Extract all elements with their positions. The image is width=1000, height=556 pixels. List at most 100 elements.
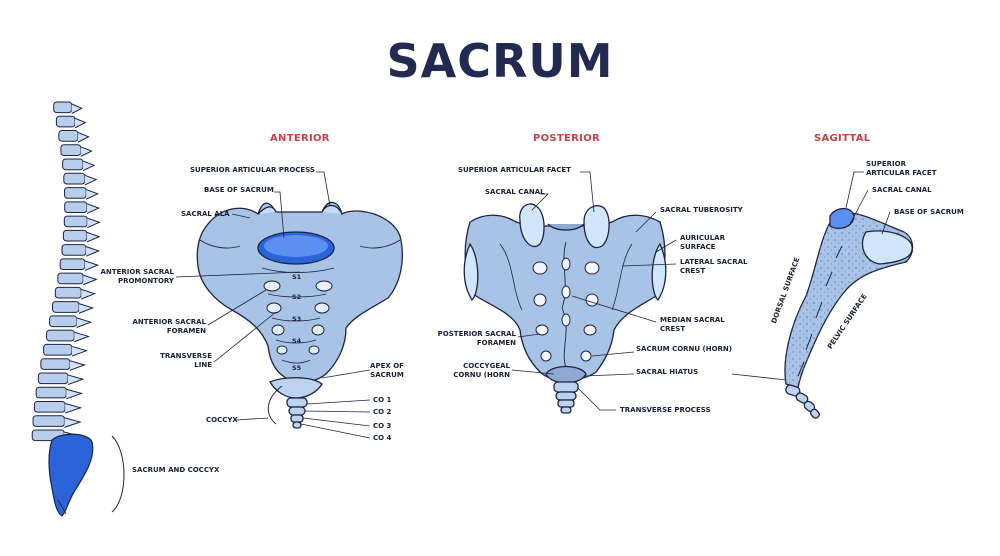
spine-bracket [111, 435, 125, 513]
sagittal-coccyx [785, 384, 820, 419]
sagittal-leaders [731, 171, 891, 381]
auricular-surface [463, 242, 479, 302]
label-transverse-process: TRANSVERSE PROCESS [620, 406, 711, 414]
vertebra [33, 400, 66, 413]
label-anterior-sacral-foramen: ANTERIOR SACRAL FORAMEN [132, 318, 206, 335]
spinous-process [82, 160, 96, 172]
anterior-leaders [175, 171, 371, 439]
label-base-of-sacrum-anterior: BASE OF SACRUM [204, 186, 274, 194]
vertebra [61, 244, 87, 256]
view-heading-sagittal: SAGITTAL [814, 133, 871, 144]
label-superior-articular-process: SUPERIOR ARTICULAR PROCESS [190, 166, 315, 174]
spinous-process [84, 174, 98, 186]
vertebra [37, 372, 69, 385]
spinous-process [71, 345, 89, 357]
spinous-process [86, 203, 101, 214]
segment-s2: S2 [292, 293, 302, 301]
label-auricular-surface: AURICULAR SURFACE [680, 234, 725, 251]
label-sacral-ala: SACRAL ALA [181, 210, 230, 218]
label-sacrum-cornu: SACRUM CORNU (HORN) [636, 345, 732, 353]
vertebra [53, 101, 73, 114]
vertebra [57, 272, 84, 285]
label-superior-articular-facet-posterior: SUPERIOR ARTICULAR FACET [458, 166, 571, 174]
label-anterior-sacral-promontory: ANTERIOR SACRAL PROMONTORY [100, 268, 174, 285]
vertebra [43, 343, 73, 356]
vertebra [58, 130, 79, 142]
vertebra [52, 301, 80, 313]
label-coccyx: COCCYX [206, 416, 238, 424]
spinous-process [76, 317, 93, 328]
vertebra [55, 115, 76, 128]
spinous-process [83, 274, 98, 286]
spine-illustration [31, 101, 125, 517]
spinous-process [85, 246, 101, 257]
page-title: SACRUM [386, 34, 614, 88]
spinous-process [67, 374, 85, 386]
view-heading-anterior: ANTERIOR [270, 133, 330, 144]
posterior-sacrum [463, 171, 677, 414]
label-coccygeal-cornu: COCCYGEAL CORNU (HORN [453, 362, 510, 379]
spinous-process [77, 132, 90, 143]
sagittal-base [861, 230, 913, 265]
label-lateral-sacral-crest: LATERAL SACRAL CREST [680, 258, 748, 275]
vertebra [49, 315, 78, 328]
spinous-process [74, 331, 91, 343]
spinous-process [81, 288, 97, 300]
spinous-process [69, 360, 87, 371]
label-sacral-hiatus: SACRAL HIATUS [636, 368, 699, 376]
segment-s4: S4 [292, 337, 302, 345]
vertebra [32, 415, 65, 427]
spinous-process [80, 146, 93, 157]
label-base-of-sacrum-sagittal: BASE OF SACRUM [894, 208, 964, 216]
posterior-hiatus [545, 365, 587, 384]
posterior-foramina [532, 257, 600, 362]
label-sacral-canal-sagittal: SACRAL CANAL [872, 186, 932, 194]
anterior-coccyx [286, 397, 308, 429]
vertebra [60, 144, 82, 156]
anterior-foramina [263, 280, 333, 355]
spinous-process [85, 189, 100, 200]
spinous-process [64, 402, 83, 414]
spinous-process [86, 231, 101, 243]
segment-s5: S5 [292, 364, 302, 372]
vertebra [46, 329, 75, 342]
vertebra [59, 258, 86, 271]
sagittal-sacrum [731, 171, 914, 419]
spinous-process [86, 217, 101, 229]
facet-left [519, 203, 545, 248]
vertebra [63, 215, 88, 228]
label-co1: CO 1 [373, 396, 392, 404]
anterior-apex [269, 377, 323, 399]
label-sacrum-and-coccyx: SACRUM AND COCCYX [132, 466, 220, 474]
label-posterior-sacral-foramen: POSTERIOR SACRAL FORAMEN [437, 330, 516, 347]
spinous-process [74, 117, 87, 129]
vertebral-column [31, 101, 101, 443]
vertebra [35, 386, 67, 399]
spinous-process [78, 303, 95, 314]
label-sacral-tuberosity: SACRAL TUBEROSITY [660, 206, 743, 214]
label-superior-articular-facet-sagittal: SUPERIOR ARTICULAR FACET [866, 160, 937, 177]
spinous-process [84, 260, 100, 271]
label-co3: CO 3 [373, 422, 392, 430]
segment-s3: S3 [292, 315, 302, 323]
label-transverse-line: TRANSVERSE LINE [160, 352, 212, 369]
vertebra [63, 172, 86, 185]
sacrum-coccyx-highlight [48, 433, 94, 517]
facet-right [583, 205, 610, 249]
posterior-coccyx [553, 381, 579, 414]
label-co2: CO 2 [373, 408, 392, 416]
vertebra [54, 286, 82, 299]
label-co4: CO 4 [373, 434, 392, 442]
spinous-process [71, 103, 83, 115]
label-sacral-canal-posterior: SACRAL CANAL [485, 188, 545, 196]
label-apex-of-sacrum: APEX OF SACRUM [370, 362, 404, 379]
vertebra [64, 187, 87, 199]
segment-s1: S1 [292, 273, 302, 281]
vertebra [62, 158, 84, 171]
label-median-sacral-crest: MEDIAN SACRAL CREST [660, 316, 725, 333]
posterior-leaders [511, 171, 677, 411]
spinous-process [64, 417, 82, 428]
vertebra [40, 358, 71, 370]
